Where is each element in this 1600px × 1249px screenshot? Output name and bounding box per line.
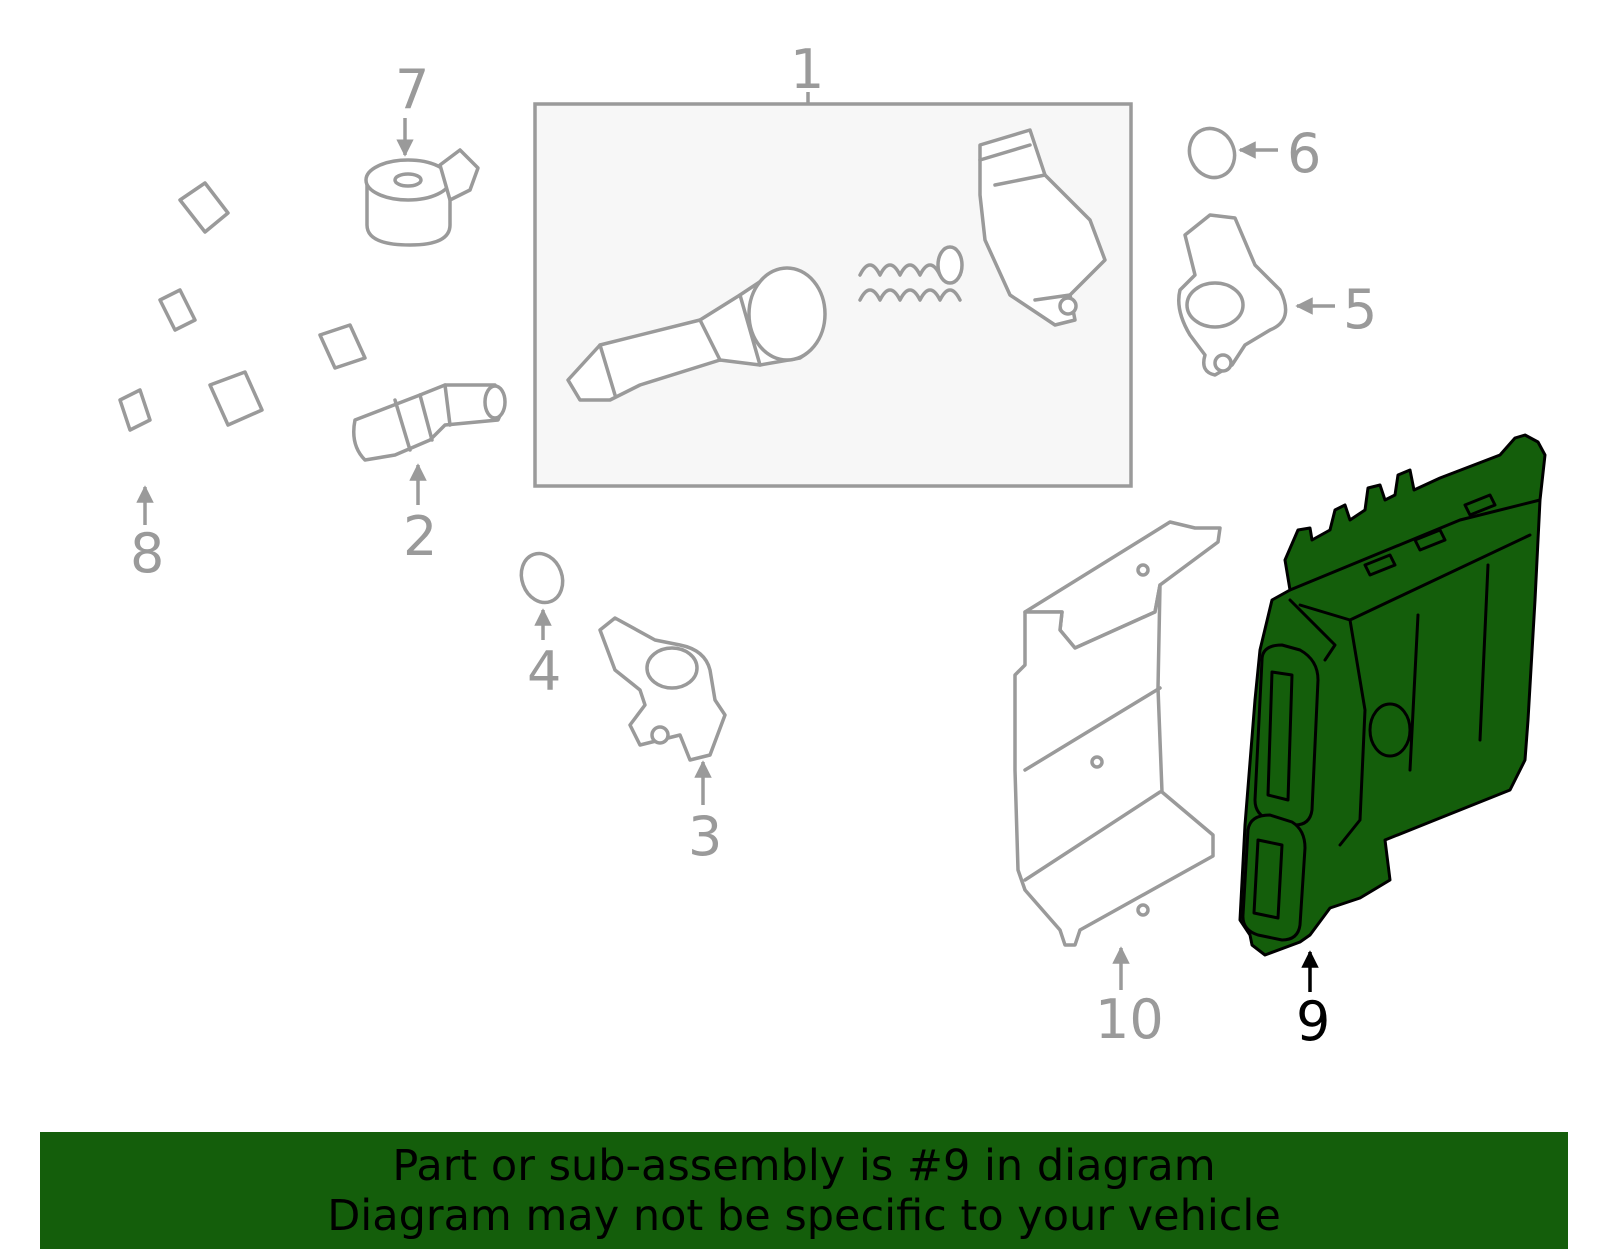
callout-5: 5	[1343, 278, 1377, 341]
callout-2: 2	[403, 505, 437, 568]
banner-line-2: Diagram may not be specific to your vehi…	[327, 1190, 1281, 1241]
callout-4: 4	[527, 640, 561, 703]
callout-6: 6	[1287, 122, 1321, 185]
part-8-wiring-harness[interactable]	[75, 181, 367, 485]
callout-3: 3	[688, 805, 722, 868]
part-3-crankshaft-sensor[interactable]	[598, 616, 727, 762]
part-6-o-ring[interactable]	[1181, 121, 1242, 185]
part-5-camshaft-sensor[interactable]	[1177, 213, 1288, 377]
callout-7: 7	[395, 58, 429, 121]
part-9-engine-control-module[interactable]	[1238, 433, 1547, 957]
banner-line-1: Part or sub-assembly is #9 in diagram	[392, 1140, 1216, 1191]
callout-8: 8	[130, 522, 164, 585]
info-banner: Part or sub-assembly is #9 in diagram Di…	[40, 1132, 1568, 1249]
part-7-knock-sensor[interactable]	[364, 148, 480, 247]
part-1-ignition-coil-assembly[interactable]	[533, 102, 1133, 488]
callout-9: 9	[1296, 990, 1330, 1053]
part-4-o-ring[interactable]	[515, 548, 570, 609]
part-2-temperature-sensor[interactable]	[352, 383, 507, 462]
part-10-ecm-bracket[interactable]	[1013, 520, 1222, 947]
callout-1: 1	[790, 38, 824, 101]
callout-10: 10	[1095, 988, 1164, 1051]
